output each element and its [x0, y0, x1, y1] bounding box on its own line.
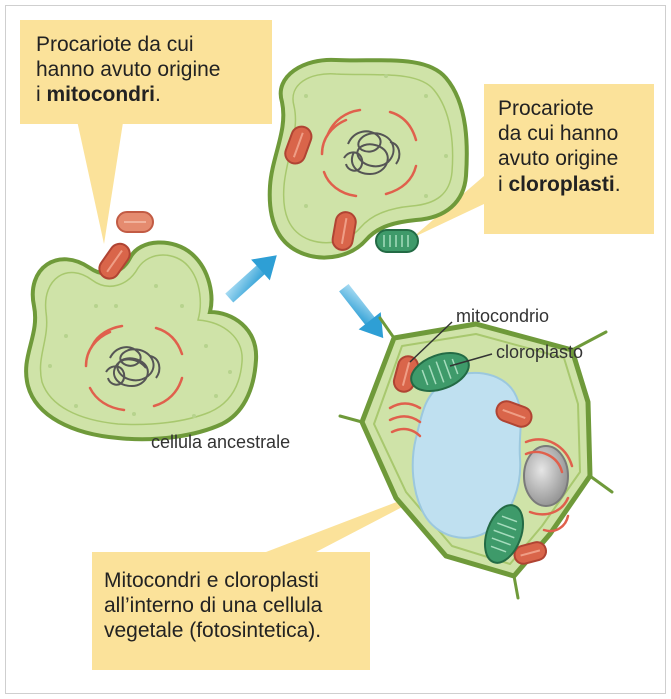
callout-chloro-term: cloroplasti	[509, 173, 615, 196]
label-chloroplast: cloroplasto	[496, 342, 583, 363]
arrow-ancestral-to-middle	[220, 245, 286, 309]
callout-mito-term: mitocondri	[47, 83, 156, 106]
free-prokaryote-chloro	[376, 230, 418, 252]
callout-plant-line1: Mitocondri e cloroplasti	[104, 568, 370, 593]
callout-chloro-prefix: i	[498, 173, 509, 196]
label-mitochondrion: mitocondrio	[456, 306, 549, 327]
ancestral-cell	[26, 242, 256, 439]
callout-plant-line3: vegetale (fotosintetica).	[104, 618, 370, 643]
callout-mito-prefix: i	[36, 83, 47, 106]
callout-mito-line3: i mitocondri.	[36, 82, 272, 107]
free-prokaryote-mito	[117, 212, 153, 232]
callout-mitochondria-origin: Procariote da cui hanno avuto origine i …	[20, 20, 272, 124]
callout-plant-cell: Mitocondri e cloroplasti all’interno di …	[92, 552, 370, 670]
callout-mito-line1: Procariote da cui	[36, 32, 272, 57]
callout-plant-line2: all’interno di una cellula	[104, 593, 370, 618]
callout-chloro-suffix: .	[615, 173, 621, 196]
label-ancestral-cell: cellula ancestrale	[151, 432, 290, 453]
callout-chloroplast-origin: Procariote da cui hanno avuto origine i …	[484, 84, 654, 234]
middle-cell	[270, 60, 467, 258]
callout-chloro-line3: avuto origine	[498, 146, 654, 171]
callout-mito-suffix: .	[155, 83, 161, 106]
callout-chloro-line1: Procariote	[498, 96, 654, 121]
arrow-middle-to-plant	[333, 279, 394, 347]
callout-chloro-line4: i cloroplasti.	[498, 172, 654, 197]
diagram-frame: Procariote da cui hanno avuto origine i …	[5, 5, 666, 694]
callout-mito-line2: hanno avuto origine	[36, 57, 272, 82]
callout-chloro-line2: da cui hanno	[498, 121, 654, 146]
